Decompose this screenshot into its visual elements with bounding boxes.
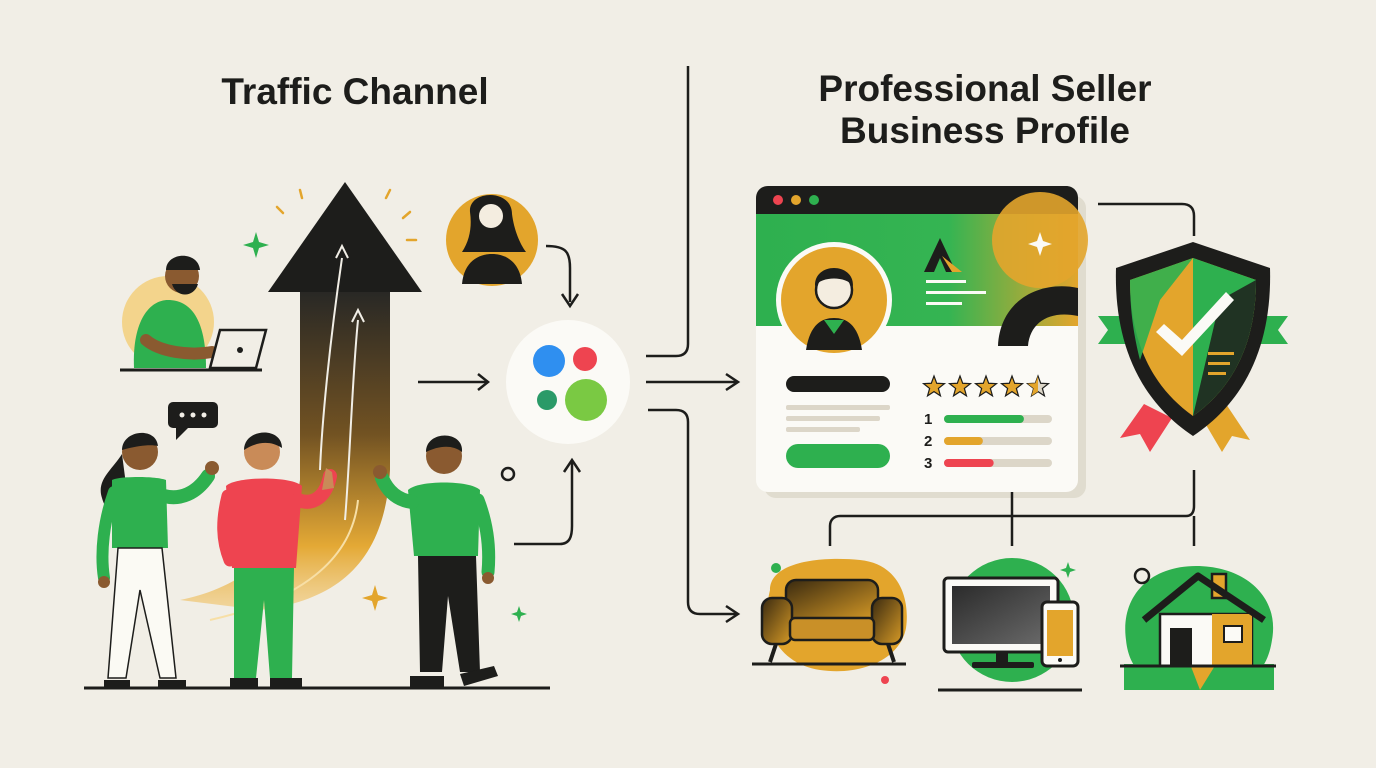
platform-hub-icon [506, 320, 630, 444]
sparkle-marks [275, 188, 418, 242]
ranking-number: 3 [924, 455, 932, 472]
sparkle-icon [511, 606, 527, 622]
woman-figure [96, 432, 219, 688]
laptop-person [120, 255, 268, 372]
contact-button [786, 444, 890, 468]
profile-connectors [828, 202, 1196, 546]
shield-check-icon [1098, 242, 1288, 452]
chat-bubble-icon [168, 402, 218, 440]
sparkle-icon [362, 585, 388, 611]
avatar-woman [446, 194, 538, 286]
ranking-number: 2 [924, 433, 932, 450]
profile-card: 1 2 3 [756, 186, 1088, 498]
star-icon [973, 374, 999, 398]
star-icon [921, 374, 947, 398]
man-green-shirt [373, 435, 498, 688]
profile-text-lines [786, 376, 890, 468]
ranking-number: 1 [924, 411, 932, 428]
ranking-list: 1 2 3 [924, 411, 1052, 472]
profile-avatar [776, 242, 892, 358]
seller-profile-title-line1: Professional Seller [818, 68, 1152, 109]
devices-icon [938, 558, 1082, 692]
ranking-row: 3 [924, 455, 1052, 472]
hub-to-profile-connectors [646, 66, 741, 624]
seller-profile-title: Professional Seller Business Profile [760, 68, 1210, 152]
ranking-row: 1 [924, 411, 1052, 428]
dot-icon [500, 466, 516, 482]
ranking-bar-fill [944, 415, 1024, 423]
browser-titlebar [756, 186, 1078, 214]
star-icon [947, 374, 973, 398]
sparkle-icon [1028, 232, 1052, 256]
man-red-shirt [217, 432, 337, 688]
trend-arrow-icon [180, 182, 422, 621]
traffic-channel-title: Traffic Channel [221, 71, 489, 112]
house-icon [1120, 566, 1276, 690]
flow-arrows-in [418, 244, 582, 546]
ranking-bar-fill [944, 437, 983, 445]
sofa-icon [752, 558, 907, 684]
seller-profile-title-line2: Business Profile [840, 110, 1130, 151]
sparkle-icon [1060, 562, 1076, 578]
star-icon [999, 374, 1025, 398]
rating-stars [921, 374, 1051, 398]
sparkle-icon [243, 232, 269, 258]
star-icon [1025, 374, 1051, 398]
ranking-row: 2 [924, 433, 1052, 450]
ranking-bar-fill [944, 459, 994, 467]
